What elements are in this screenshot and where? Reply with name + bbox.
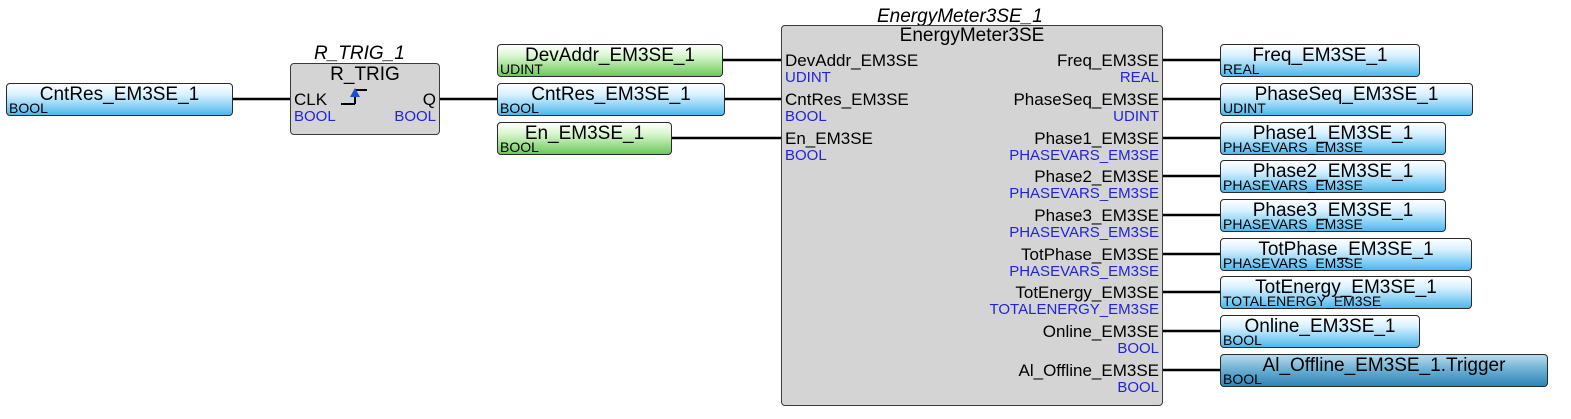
energymeter-block[interactable]: EnergyMeter3SE DevAddr_EM3SE UDINT CntRe… — [781, 25, 1163, 406]
meter-in-en[interactable]: En_EM3SE — [785, 129, 873, 148]
var-out-al-offline-trigger[interactable]: Al_Offline_EM3SE_1.Trigger BOOL — [1220, 354, 1548, 387]
meter-out-online-type: BOOL — [1117, 340, 1159, 357]
var-type: UDINT — [1223, 100, 1266, 116]
var-out-phase2[interactable]: Phase2_EM3SE_1 PHASEVARS_EM3SE — [1220, 160, 1446, 193]
var-type: REAL — [1223, 61, 1260, 77]
var-out-phaseseq[interactable]: PhaseSeq_EM3SE_1 UDINT — [1220, 83, 1473, 116]
meter-out-phaseseq[interactable]: PhaseSeq_EM3SE — [1013, 90, 1159, 109]
var-type: BOOL — [500, 139, 539, 155]
var-type: UDINT — [500, 61, 543, 77]
var-type: PHASEVARS_EM3SE — [1223, 139, 1363, 155]
var-name: Online_EM3SE_1 — [1244, 316, 1396, 337]
meter-out-phase2[interactable]: Phase2_EM3SE — [1034, 167, 1159, 186]
var-out-online[interactable]: Online_EM3SE_1 BOOL — [1220, 315, 1420, 348]
meter-in-en-type: BOOL — [785, 147, 827, 164]
var-out-freq[interactable]: Freq_EM3SE_1 REAL — [1220, 44, 1420, 77]
var-name: DevAddr_EM3SE_1 — [524, 45, 696, 66]
var-name: TotPhase_EM3SE_1 — [1258, 239, 1434, 260]
var-name: Phase3_EM3SE_1 — [1252, 200, 1414, 221]
rising-edge-icon — [341, 88, 367, 105]
meter-out-al-offline[interactable]: Al_Offline_EM3SE — [1018, 361, 1159, 380]
meter-in-devaddr-type: UDINT — [785, 69, 831, 86]
var-type: BOOL — [1223, 332, 1262, 348]
var-name: Phase1_EM3SE_1 — [1252, 123, 1414, 144]
meter-in-cntres-type: BOOL — [785, 108, 827, 125]
var-name: Phase2_EM3SE_1 — [1252, 161, 1414, 182]
meter-out-freq-type: REAL — [1119, 69, 1159, 86]
energymeter-type-label: EnergyMeter3SE — [899, 25, 1045, 46]
rtrig-instance-name: R_TRIG_1 — [314, 43, 405, 64]
var-type: PHASEVARS_EM3SE — [1223, 177, 1363, 193]
var-name: CntRes_EM3SE_1 — [39, 84, 200, 105]
var-out-phase3[interactable]: Phase3_EM3SE_1 PHASEVARS_EM3SE — [1220, 199, 1446, 232]
meter-out-totenergy[interactable]: TotEnergy_EM3SE — [1015, 283, 1159, 302]
var-type: BOOL — [500, 100, 539, 116]
rtrig-pin-q-type: BOOL — [394, 108, 436, 125]
meter-out-phase3[interactable]: Phase3_EM3SE — [1034, 206, 1159, 225]
var-name: Freq_EM3SE_1 — [1252, 45, 1388, 66]
var-name: En_EM3SE_1 — [524, 123, 645, 144]
var-devaddr[interactable]: DevAddr_EM3SE_1 UDINT — [497, 44, 723, 77]
meter-out-phase3-type: PHASEVARS_EM3SE — [1009, 224, 1159, 241]
var-out-totphase[interactable]: TotPhase_EM3SE_1 PHASEVARS_EM3SE — [1220, 238, 1472, 271]
var-type: TOTALENERGY_EM3SE — [1223, 293, 1382, 309]
meter-out-phase2-type: PHASEVARS_EM3SE — [1009, 185, 1159, 202]
var-name: TotEnergy_EM3SE_1 — [1255, 277, 1437, 298]
var-cntres-q[interactable]: CntRes_EM3SE_1 BOOL — [497, 83, 725, 116]
var-out-totenergy[interactable]: TotEnergy_EM3SE_1 TOTALENERGY_EM3SE — [1220, 276, 1472, 309]
var-name: Al_Offline_EM3SE_1.Trigger — [1262, 355, 1506, 376]
meter-in-cntres[interactable]: CntRes_EM3SE — [785, 90, 909, 109]
var-name: PhaseSeq_EM3SE_1 — [1254, 84, 1439, 105]
var-name: CntRes_EM3SE_1 — [531, 84, 691, 105]
rtrig-pin-q[interactable]: Q — [422, 90, 436, 109]
meter-in-devaddr[interactable]: DevAddr_EM3SE — [785, 51, 919, 70]
meter-out-al-offline-type: BOOL — [1117, 379, 1159, 396]
meter-instance-name: EnergyMeter3SE_1 — [877, 6, 1043, 27]
meter-out-phase1-type: PHASEVARS_EM3SE — [1009, 147, 1159, 164]
meter-out-totenergy-type: TOTALENERGY_EM3SE — [989, 301, 1160, 318]
rtrig-block[interactable]: R_TRIG CLK BOOL Q BOOL — [290, 63, 440, 135]
meter-out-phase1[interactable]: Phase1_EM3SE — [1034, 129, 1159, 148]
var-type: PHASEVARS_EM3SE — [1223, 216, 1363, 232]
var-cntres-input[interactable]: CntRes_EM3SE_1 BOOL — [6, 83, 233, 116]
rtrig-type-label: R_TRIG — [330, 64, 400, 85]
meter-out-online[interactable]: Online_EM3SE — [1042, 322, 1159, 341]
meter-out-totphase-type: PHASEVARS_EM3SE — [1009, 263, 1159, 280]
var-type: BOOL — [9, 100, 48, 116]
var-type: PHASEVARS_EM3SE — [1223, 255, 1363, 271]
var-out-phase1[interactable]: Phase1_EM3SE_1 PHASEVARS_EM3SE — [1220, 122, 1446, 155]
rtrig-pin-clk[interactable]: CLK — [294, 90, 328, 109]
meter-out-totphase[interactable]: TotPhase_EM3SE — [1021, 245, 1159, 264]
meter-out-freq[interactable]: Freq_EM3SE — [1056, 51, 1159, 70]
var-en[interactable]: En_EM3SE_1 BOOL — [497, 122, 672, 155]
rtrig-pin-clk-type: BOOL — [294, 108, 336, 125]
var-type: BOOL — [1223, 371, 1262, 387]
meter-out-phaseseq-type: UDINT — [1113, 108, 1159, 125]
